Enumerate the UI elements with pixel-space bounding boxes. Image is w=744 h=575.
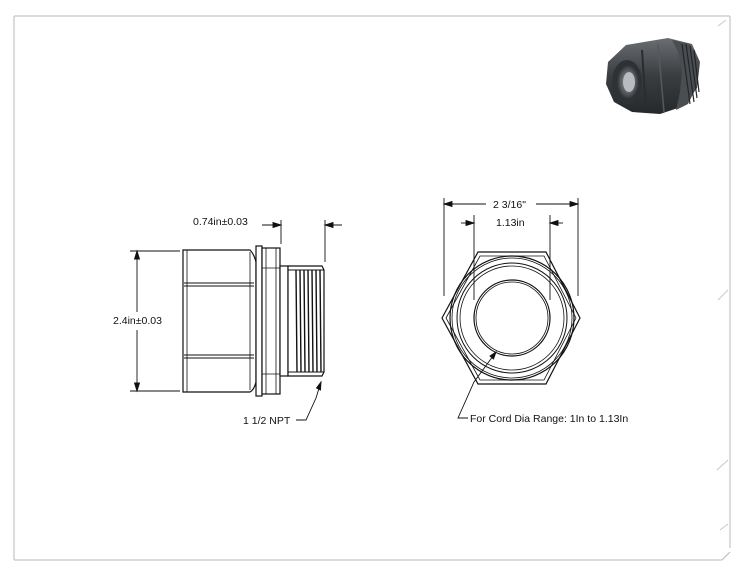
thread-ridge: [303, 269, 306, 373]
hex-nut-outline: [441, 251, 581, 385]
sheet-border: [13, 15, 731, 561]
thread-ridge: [307, 269, 310, 373]
side-view-thread: [279, 265, 325, 377]
dimension-lines-front: [442, 198, 580, 419]
thread-ridge: [319, 269, 322, 373]
height-dimension-label: 2.4in±0.03: [113, 315, 162, 327]
side-view-flange: [255, 245, 281, 397]
bore-diameter-label: 1.13in: [496, 217, 525, 229]
thread-size-label: 1 1/2 NPT: [243, 415, 291, 427]
dimension-lines-side: [130, 220, 342, 421]
border-tick-marks: [716, 19, 729, 531]
length-dimension-label: 0.74in±0.03: [193, 216, 248, 228]
side-view-body: [182, 249, 257, 393]
outer-ring: [449, 255, 575, 381]
front-view: [441, 251, 581, 385]
thread-ridge: [315, 269, 318, 373]
thread-ridge: [311, 269, 314, 373]
bore-circle: [473, 279, 551, 357]
side-view: [182, 245, 325, 397]
thread-ridge: [299, 269, 302, 373]
connector-3d-thumbnail: [606, 38, 700, 114]
thread-ridge: [295, 269, 298, 373]
cord-range-note: For Cord Dia Range: 1In to 1.13In: [470, 413, 628, 425]
across-corners-label: 2 3/16": [493, 199, 526, 211]
